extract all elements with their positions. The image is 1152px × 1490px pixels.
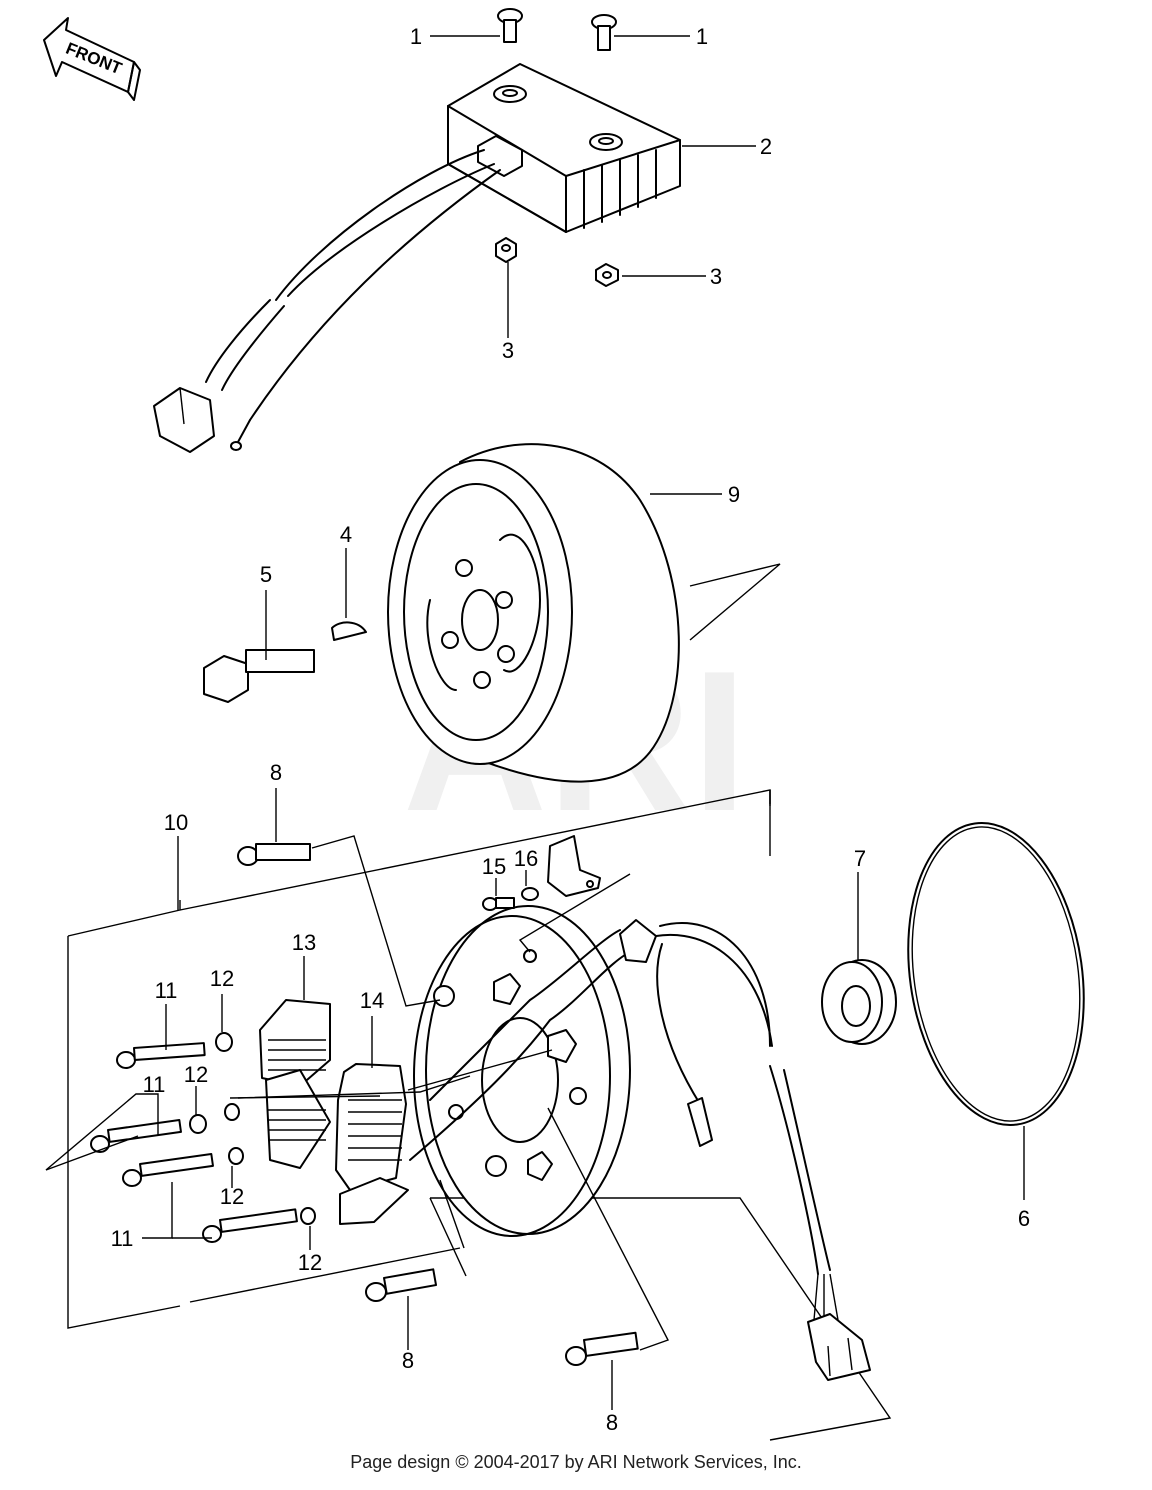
callout-8-middle: 8 [402, 1348, 414, 1373]
callout-12-d: 12 [298, 1250, 322, 1275]
flywheel-rotor [387, 443, 680, 783]
regulator-rectifier [153, 63, 681, 453]
washer-12-a [215, 1032, 233, 1052]
callout-13: 13 [292, 930, 316, 955]
rotor-bolt [203, 649, 315, 703]
nut-3-right [595, 263, 619, 287]
front-arrow-icon: FRONT [43, 17, 141, 101]
callout-12-a: 12 [210, 966, 234, 991]
screw-8-middle [365, 1268, 438, 1302]
callout-labels: 1 1 2 3 3 4 5 9 8 10 15 16 7 13 12 11 14… [111, 24, 1031, 1435]
callout-12-b: 12 [184, 1062, 208, 1087]
callout-5: 5 [260, 562, 272, 587]
screw-1-right [591, 14, 617, 51]
callout-8-bottom: 8 [606, 1410, 618, 1435]
screw-11-a [116, 1042, 206, 1069]
stator-wiring [409, 919, 871, 1381]
washer-12-b [189, 1114, 207, 1134]
callout-12-c: 12 [220, 1184, 244, 1209]
cooling-fins [583, 149, 657, 229]
callout-3-lower: 3 [502, 338, 514, 363]
leader-lines [45, 35, 1025, 1410]
callout-15: 15 [482, 854, 506, 879]
callout-11-b: 11 [143, 1072, 166, 1097]
callout-8-top: 8 [270, 760, 282, 785]
o-ring [907, 822, 1085, 1126]
screw-11-c [122, 1152, 214, 1187]
washer-12-e [300, 1207, 316, 1225]
coil-13-windings [268, 1039, 326, 1141]
callout-3-right: 3 [710, 264, 722, 289]
callout-1-right: 1 [696, 24, 708, 49]
callout-11-a: 11 [155, 978, 178, 1003]
screw-8-top [237, 843, 311, 866]
screw-15 [482, 897, 515, 911]
screw-1-left [497, 8, 523, 43]
washer-12-c [224, 1103, 240, 1121]
stator-plate [413, 905, 631, 1237]
oil-seal [821, 959, 897, 1045]
woodruff-key [331, 621, 367, 641]
nut-3-lower [495, 237, 517, 263]
charging-coil-14 [335, 1063, 409, 1225]
callout-11-c: 11 [111, 1226, 134, 1251]
callout-14: 14 [360, 988, 384, 1013]
charging-coil-13 [259, 999, 331, 1169]
coil-14-windings [348, 1099, 402, 1161]
callout-10: 10 [164, 810, 188, 835]
callout-2: 2 [760, 134, 772, 159]
callout-1-left: 1 [410, 24, 422, 49]
copyright-footer: Page design © 2004-2017 by ARI Network S… [350, 1452, 802, 1472]
washer-16 [521, 887, 539, 901]
callout-9: 9 [728, 482, 740, 507]
screw-8-bottom [565, 1331, 639, 1366]
callout-4: 4 [340, 522, 352, 547]
callout-16: 16 [514, 846, 538, 871]
callout-7: 7 [854, 846, 866, 871]
screw-11-d [202, 1208, 298, 1243]
callout-6: 6 [1018, 1206, 1030, 1231]
washer-12-d [228, 1147, 244, 1165]
screw-11-b [90, 1118, 182, 1153]
bracket-16 [547, 835, 601, 897]
